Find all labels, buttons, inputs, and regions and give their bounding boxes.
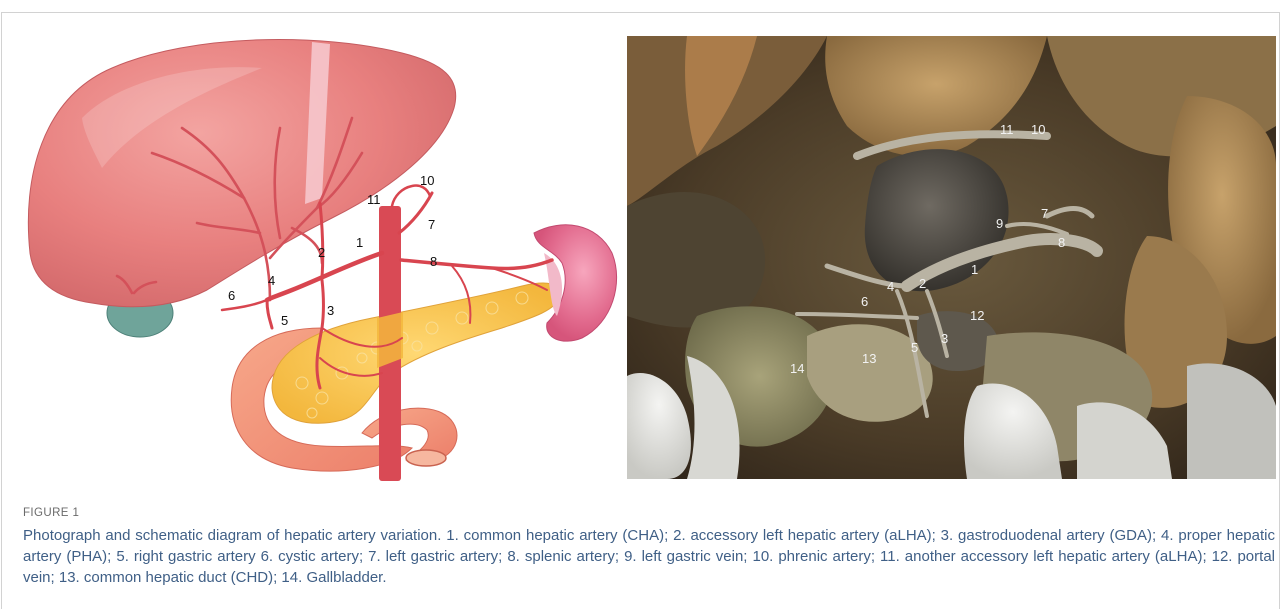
photo-label-14: 14 [790, 361, 804, 376]
photo-label-11: 11 [1000, 122, 1014, 137]
photo-label-4: 4 [887, 279, 894, 294]
label-5: 5 [281, 313, 288, 328]
label-1: 1 [356, 235, 363, 250]
photo-label-2: 2 [919, 276, 926, 291]
photo-label-9: 9 [996, 216, 1003, 231]
label-4: 4 [268, 273, 275, 288]
label-3: 3 [327, 303, 334, 318]
photo-label-8: 8 [1058, 235, 1065, 250]
photo-label-5: 5 [911, 340, 918, 355]
photo-label-1: 1 [971, 262, 978, 277]
dissection-photograph: 1 2 3 4 5 6 7 8 9 10 11 12 13 14 [627, 36, 1276, 479]
label-10: 10 [420, 173, 434, 188]
photo-label-13: 13 [862, 351, 876, 366]
label-6: 6 [228, 288, 235, 303]
jejunum-lumen [406, 450, 446, 466]
figure-label: FIGURE 1 [23, 507, 1275, 519]
photo-label-3: 3 [941, 331, 948, 346]
label-8: 8 [430, 254, 437, 269]
caption-text: Photograph and schematic diagram of hepa… [23, 525, 1275, 588]
photo-label-10: 10 [1031, 122, 1045, 137]
label-7: 7 [428, 217, 435, 232]
figure-caption: FIGURE 1 Photograph and schematic diagra… [23, 507, 1275, 588]
photo-label-6: 6 [861, 294, 868, 309]
photo-label-12: 12 [970, 308, 984, 323]
photo-label-7: 7 [1041, 206, 1048, 221]
label-2: 2 [318, 245, 325, 260]
label-11: 11 [367, 192, 381, 207]
schematic-diagram: 1 2 3 4 5 6 7 8 10 11 [22, 28, 622, 484]
pancreas-shape [272, 283, 560, 423]
